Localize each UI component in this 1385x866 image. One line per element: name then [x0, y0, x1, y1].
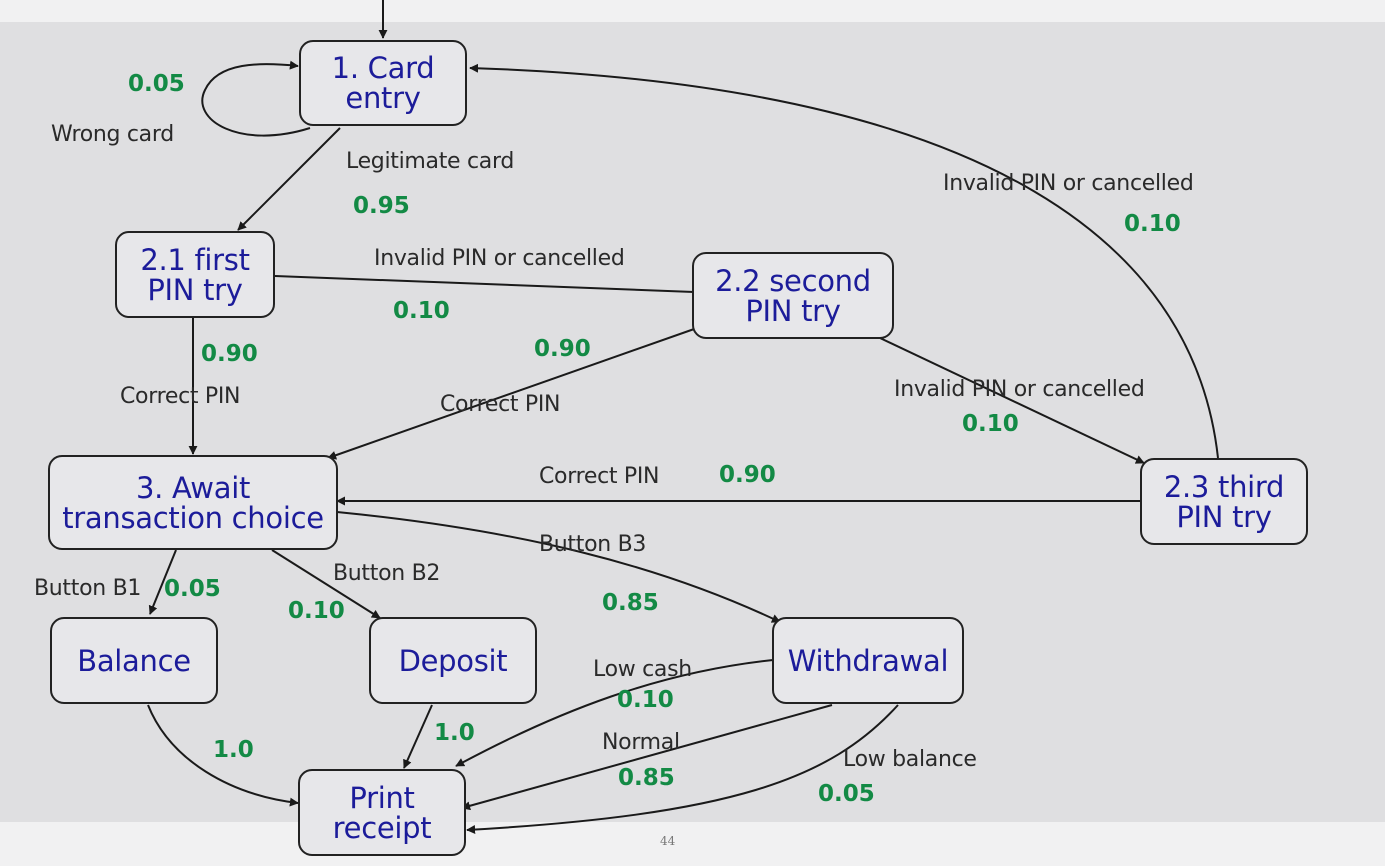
- edge-low-cash: [455, 659, 774, 767]
- prob-balance-print: 1.0: [213, 737, 254, 763]
- prob-third-invalid: 0.10: [1124, 211, 1181, 237]
- diagram-panel: [0, 22, 1385, 822]
- label-invalid-pin-second: Invalid PIN or cancelled: [894, 377, 1145, 402]
- prob-wrong-card: 0.05: [128, 71, 185, 97]
- state-print-receipt: Print receipt: [298, 769, 466, 856]
- edge-first-invalid: [274, 275, 695, 293]
- label-legitimate-card: Legitimate card: [346, 149, 514, 174]
- prob-b3: 0.85: [602, 590, 659, 616]
- prob-b1: 0.05: [164, 576, 221, 602]
- label-button-b1: Button B1: [34, 576, 142, 601]
- edge-balance-print: [147, 704, 299, 807]
- label-button-b2: Button B2: [333, 561, 441, 586]
- state-balance: Balance: [50, 617, 218, 704]
- label-correct-pin-second: Correct PIN: [440, 392, 561, 417]
- page-number: 44: [660, 834, 676, 848]
- edge-third-invalid: [469, 63, 1219, 459]
- state-withdrawal: Withdrawal: [772, 617, 964, 704]
- edge-legitimate-card: [237, 127, 341, 231]
- state-first-pin-try: 2.1 first PIN try: [115, 231, 275, 318]
- edge-deposit-print: [403, 704, 433, 769]
- prob-third-correct: 0.90: [719, 462, 776, 488]
- state-second-pin-try: 2.2 second PIN try: [692, 252, 894, 339]
- label-low-balance: Low balance: [843, 747, 977, 772]
- state-third-pin-try: 2.3 third PIN try: [1140, 458, 1308, 545]
- prob-second-correct: 0.90: [534, 336, 591, 362]
- label-button-b3: Button B3: [539, 532, 647, 557]
- prob-low-balance: 0.05: [818, 781, 875, 807]
- prob-deposit-print: 1.0: [434, 720, 475, 746]
- prob-first-correct: 0.90: [201, 341, 258, 367]
- label-correct-pin-first: Correct PIN: [120, 384, 241, 409]
- edge-low-balance: [466, 704, 899, 835]
- prob-legitimate-card: 0.95: [353, 193, 410, 219]
- label-invalid-pin-third: Invalid PIN or cancelled: [943, 171, 1194, 196]
- edge-b2: [271, 549, 381, 619]
- label-low-cash: Low cash: [593, 657, 692, 682]
- prob-first-invalid: 0.10: [393, 298, 450, 324]
- prob-normal: 0.85: [618, 765, 675, 791]
- state-deposit: Deposit: [369, 617, 537, 704]
- prob-b2: 0.10: [288, 598, 345, 624]
- edge-wrong-card-loop: [201, 60, 311, 137]
- edge-b3: [336, 511, 781, 623]
- label-correct-pin-third: Correct PIN: [539, 464, 660, 489]
- label-invalid-pin-first: Invalid PIN or cancelled: [374, 246, 625, 271]
- label-wrong-card: Wrong card: [51, 122, 174, 147]
- prob-second-invalid: 0.10: [962, 411, 1019, 437]
- label-normal: Normal: [602, 730, 680, 755]
- edge-b1: [148, 549, 177, 615]
- state-await-transaction-choice: 3. Await transaction choice: [48, 455, 338, 550]
- prob-low-cash: 0.10: [617, 687, 674, 713]
- edge-second-correct: [327, 327, 698, 460]
- edge-second-invalid: [879, 337, 1145, 464]
- state-card-entry: 1. Card entry: [299, 40, 467, 126]
- edge-normal: [461, 704, 833, 811]
